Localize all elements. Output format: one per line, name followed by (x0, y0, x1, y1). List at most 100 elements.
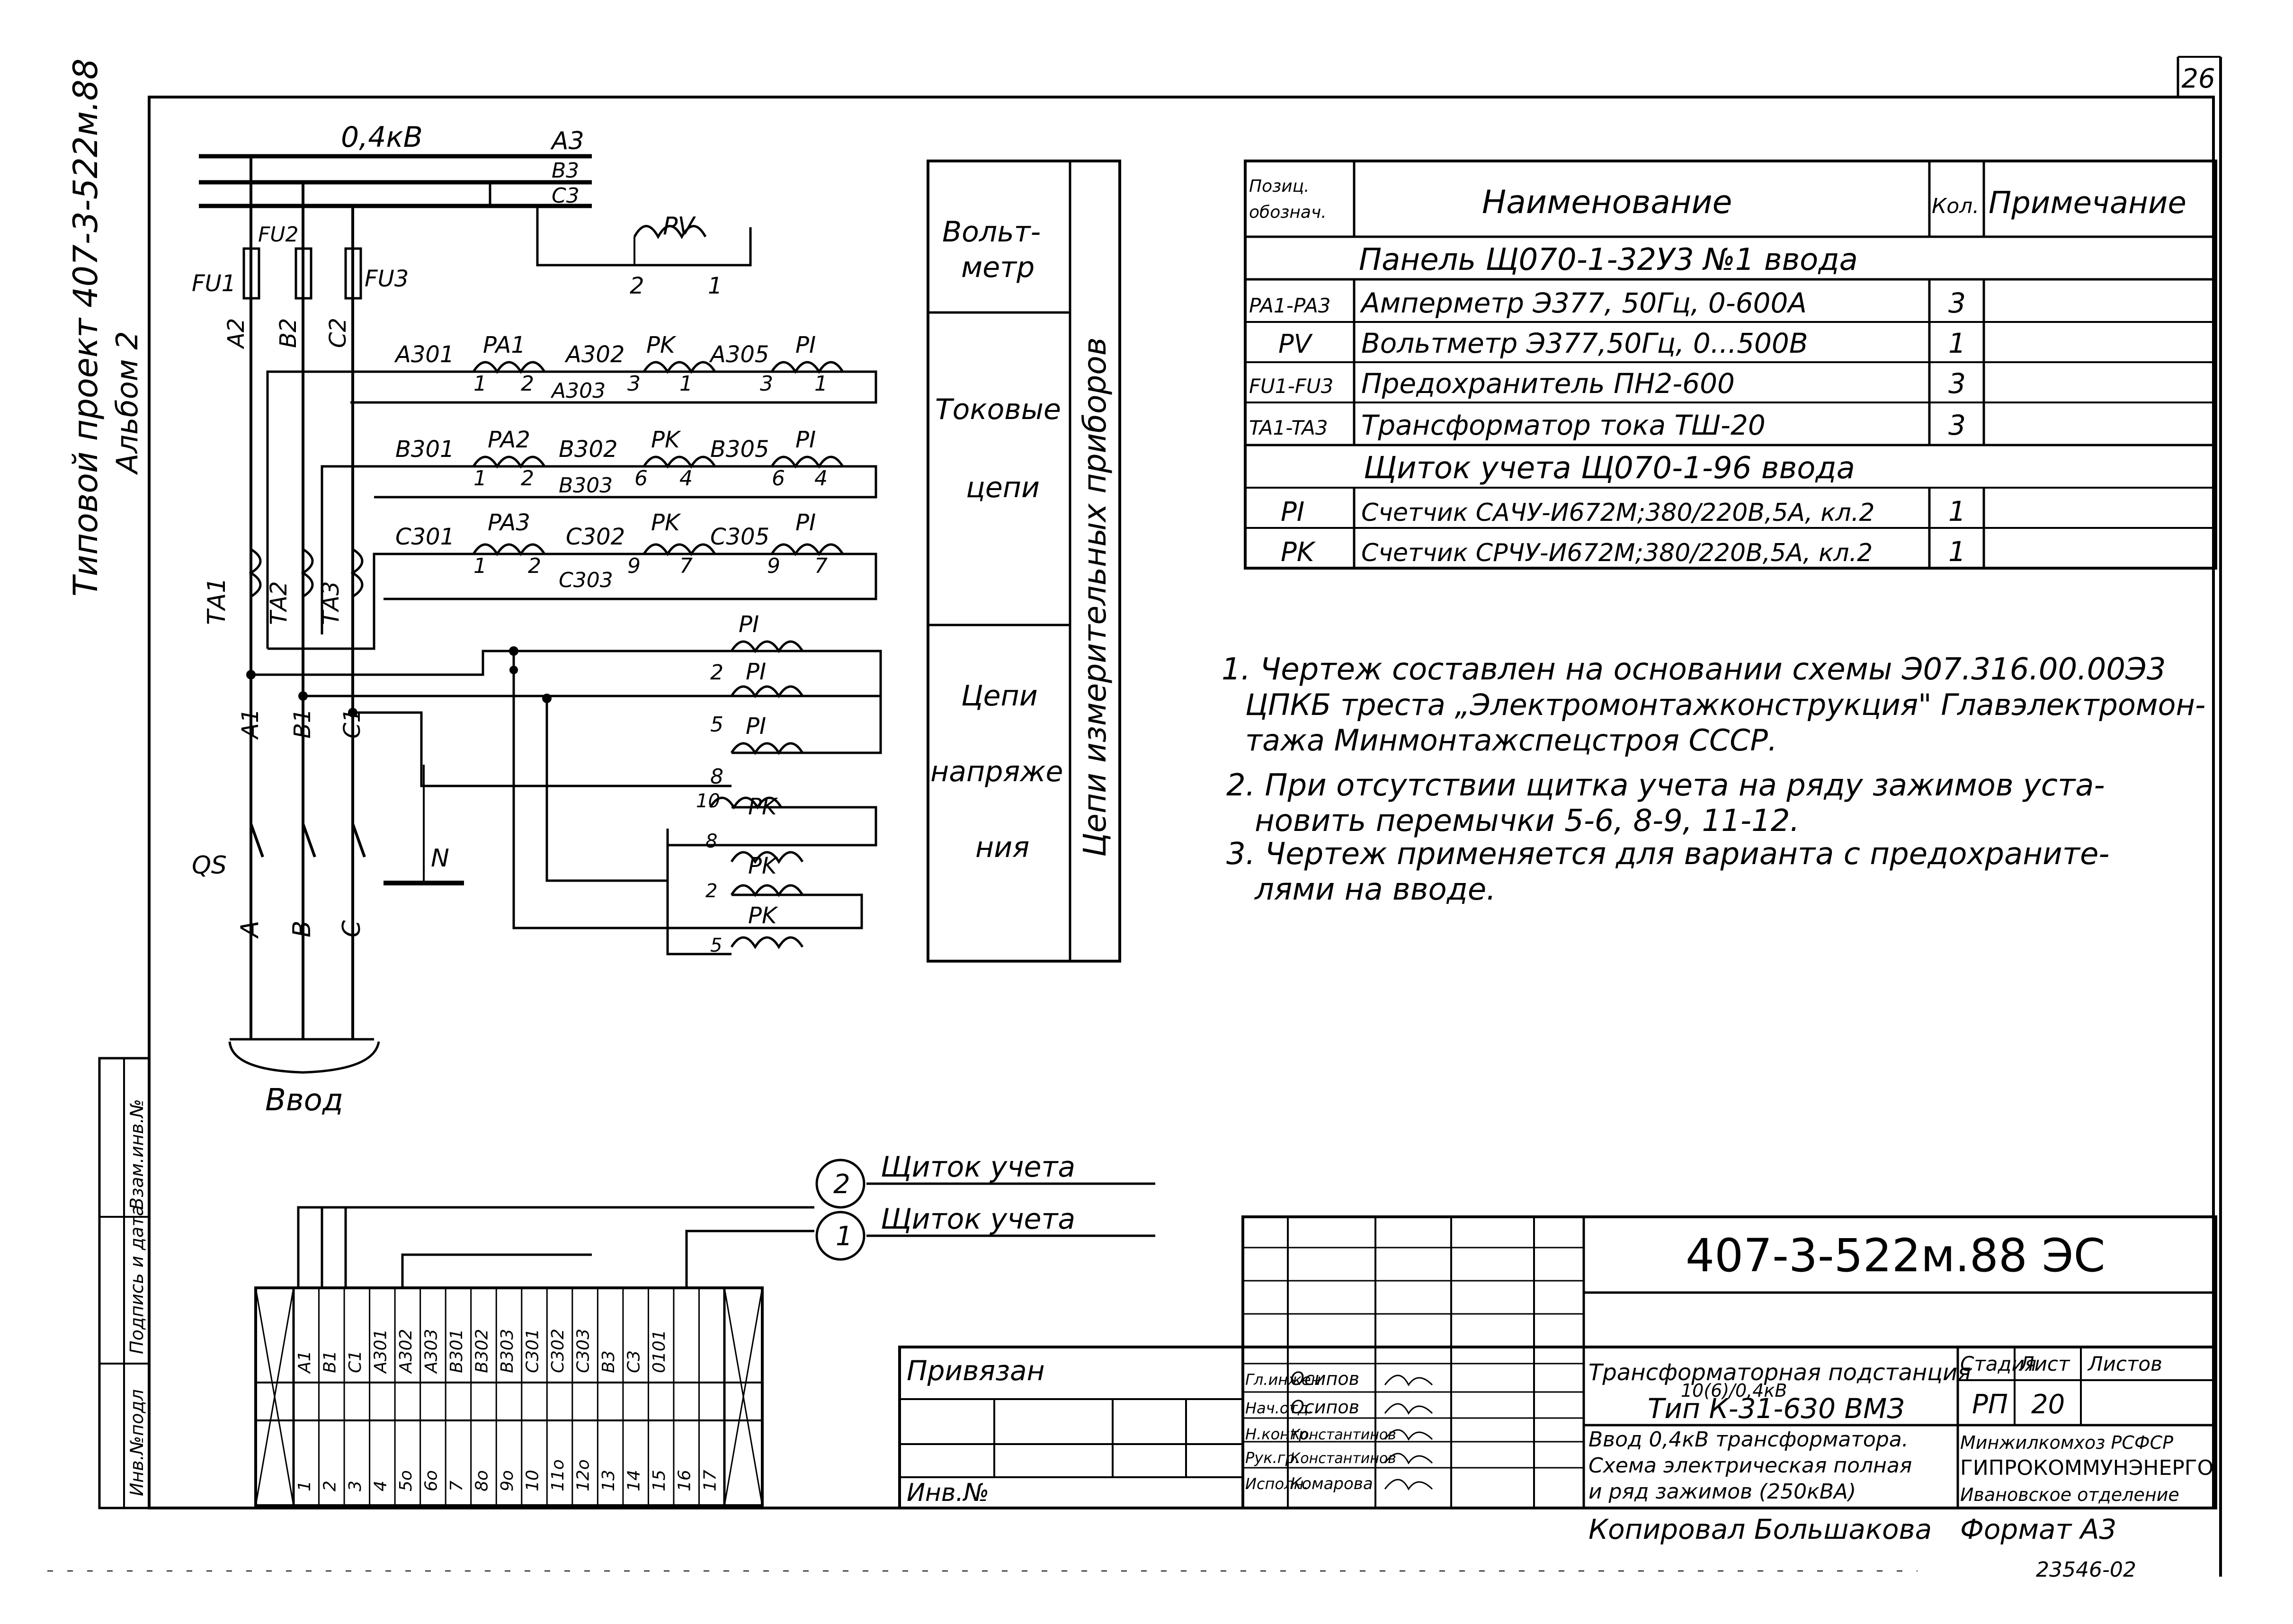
terminal-dest-1: Щиток учета (881, 1151, 1075, 1184)
terminal-circle-1: 1 (836, 1221, 853, 1252)
title-block-grid (898, 1215, 2217, 1509)
terminal-wire-label: B3 (599, 1350, 618, 1373)
note-line-7: лями на вводе. (1254, 872, 1496, 907)
cc1-w1: А301 (394, 341, 454, 368)
cc3-ta2: 2 (528, 554, 541, 578)
phase-label-a: А (236, 920, 264, 939)
role-4: Рук.гр. (1245, 1449, 1300, 1467)
section-voltmeter-l1: Вольт- (942, 215, 1041, 249)
cc3-w3: С303 (559, 568, 613, 592)
spec-group-1: Панель Щ070-1-32У3 №1 ввода (1359, 242, 1858, 277)
terminal-dest-2: Щиток учета (881, 1203, 1075, 1236)
switch-qs (250, 823, 366, 858)
ct-symbols (249, 548, 364, 598)
terminal-wire-label: A302 (396, 1329, 416, 1374)
cc2-tk1: 6 (634, 466, 648, 491)
spec-row2-pos: PV (1278, 329, 1313, 359)
voltmeter-terminal-1: 1 (708, 273, 723, 299)
ct-label-ta1: ТА1 (203, 578, 231, 625)
bus-voltage-label: 0,4кВ (341, 121, 423, 154)
spec-header-qty: Кол. (1932, 194, 1979, 218)
stage-header: Стадия (1960, 1352, 2036, 1375)
terminal-number: 12о (574, 1459, 593, 1491)
phase-label-b1: В1 (289, 709, 316, 739)
voltmeter-label: PV (663, 212, 696, 241)
spec-row4-qty: 3 (1948, 409, 1966, 441)
voltage-coils (709, 640, 804, 949)
vc-terminal-2: 2 (710, 660, 723, 685)
current-coils (472, 361, 844, 556)
phase-label-c1: С1 (339, 708, 366, 739)
inv-label: Инв.№ (907, 1479, 989, 1507)
archive-number: 23546-02 (2036, 1558, 2136, 1582)
stage-value: РП (1972, 1389, 2008, 1420)
terminal-wire-label: C301 (523, 1329, 543, 1373)
cc3-w1: С301 (395, 524, 455, 550)
cc1-w2: А302 (564, 341, 625, 368)
terminal-number: 17 (700, 1470, 720, 1491)
cc2-w4: В305 (710, 436, 769, 463)
copied-by: Копировал Большакова (1588, 1513, 1932, 1545)
sheets-header: Листов (2087, 1352, 2162, 1375)
terminal-block (254, 1286, 764, 1507)
name-1: Осипов (1290, 1368, 1359, 1389)
terminal-number: 8о (473, 1470, 492, 1491)
terminal-wire-label: A1 (295, 1350, 314, 1374)
cc3-ti2: 7 (814, 554, 828, 578)
cc2-ti1: 6 (772, 466, 785, 491)
cc1-meter-i: PI (795, 332, 816, 358)
spec-header-name: Наименование (1482, 184, 1732, 221)
vc-meter-2: PI (746, 659, 766, 685)
voltmeter-wiring (489, 182, 752, 267)
cc3-w2: С302 (566, 524, 625, 550)
section-voltmeter-l2: метр (961, 251, 1035, 284)
cc2-w2: В302 (559, 436, 618, 463)
spec-table-grid (1244, 160, 2217, 570)
cc1-ta2: 2 (521, 372, 534, 396)
org-line-2: ГИПРОКОММУНЭНЕРГО (1960, 1456, 2213, 1480)
terminal-number: 2 (320, 1481, 339, 1491)
terminal-wire-label: B302 (473, 1329, 492, 1373)
name-3: Константинов (1290, 1427, 1396, 1443)
sheet-title-3: и ряд зажимов (250кВА) (1588, 1480, 1856, 1504)
spec-row1-pos: PA1-PA3 (1249, 294, 1331, 317)
vc-meter-4: PK (748, 794, 778, 820)
cc3-tk1: 9 (627, 554, 641, 578)
spec-row5-pos: PI (1281, 497, 1304, 527)
phase-label-c2: С2 (325, 318, 351, 348)
terminal-wire-label: C1 (346, 1350, 365, 1373)
page-number: 26 (2181, 63, 2215, 94)
name-4: Константинов (1290, 1450, 1396, 1467)
note-line-2: ЦПКБ треста „Электромонтажконструкция" Г… (1245, 687, 2205, 722)
cc1-tk2: 1 (679, 372, 693, 396)
cc3-ti1: 9 (767, 554, 780, 578)
cc1-tk1: 3 (627, 372, 641, 396)
terminal-number: 9о (498, 1470, 517, 1491)
drawing-code: 407-3-522м.88 ЭС (1686, 1229, 2106, 1282)
cc1-w3: А303 (550, 379, 606, 403)
terminal-wire-label: C303 (574, 1329, 593, 1373)
cc1-ti1: 3 (760, 372, 773, 396)
terminal-feeds (297, 1159, 1155, 1288)
role-5: Исполн. (1245, 1475, 1309, 1493)
sheet-title-2: Схема электрическая полная (1588, 1454, 1912, 1478)
voltmeter-terminal-2: 2 (630, 273, 644, 299)
sections-box (927, 160, 1121, 963)
cc2-ta1: 1 (473, 466, 487, 491)
role-1: Гл.инжен (1245, 1371, 1321, 1389)
phase-lines (228, 156, 380, 1074)
cc3-w4: С305 (710, 524, 769, 550)
cc2-w3: В303 (559, 473, 613, 498)
spec-row6-name: Счетчик СРЧУ-И672М;380/220В,5А, кл.2 (1361, 539, 1873, 567)
terminal-number: 3 (346, 1481, 365, 1491)
role-3: Н.контр. (1245, 1425, 1313, 1443)
fuse-label-fu1: FU1 (192, 270, 236, 297)
spec-header-pos: Позиц. (1249, 177, 1310, 196)
format-label: Формат А3 (1960, 1513, 2116, 1545)
spec-row4-pos: TA1-TA3 (1249, 416, 1328, 439)
cc3-meter-i: PI (795, 509, 816, 536)
terminal-wire-label: B301 (447, 1329, 466, 1373)
terminal-columns: 1A12B13C14A3015оA3026оA3037B3018оB3029оB… (295, 1288, 720, 1506)
note-line-3: тажа Минмонтажспецстроя СССР. (1245, 723, 1777, 758)
